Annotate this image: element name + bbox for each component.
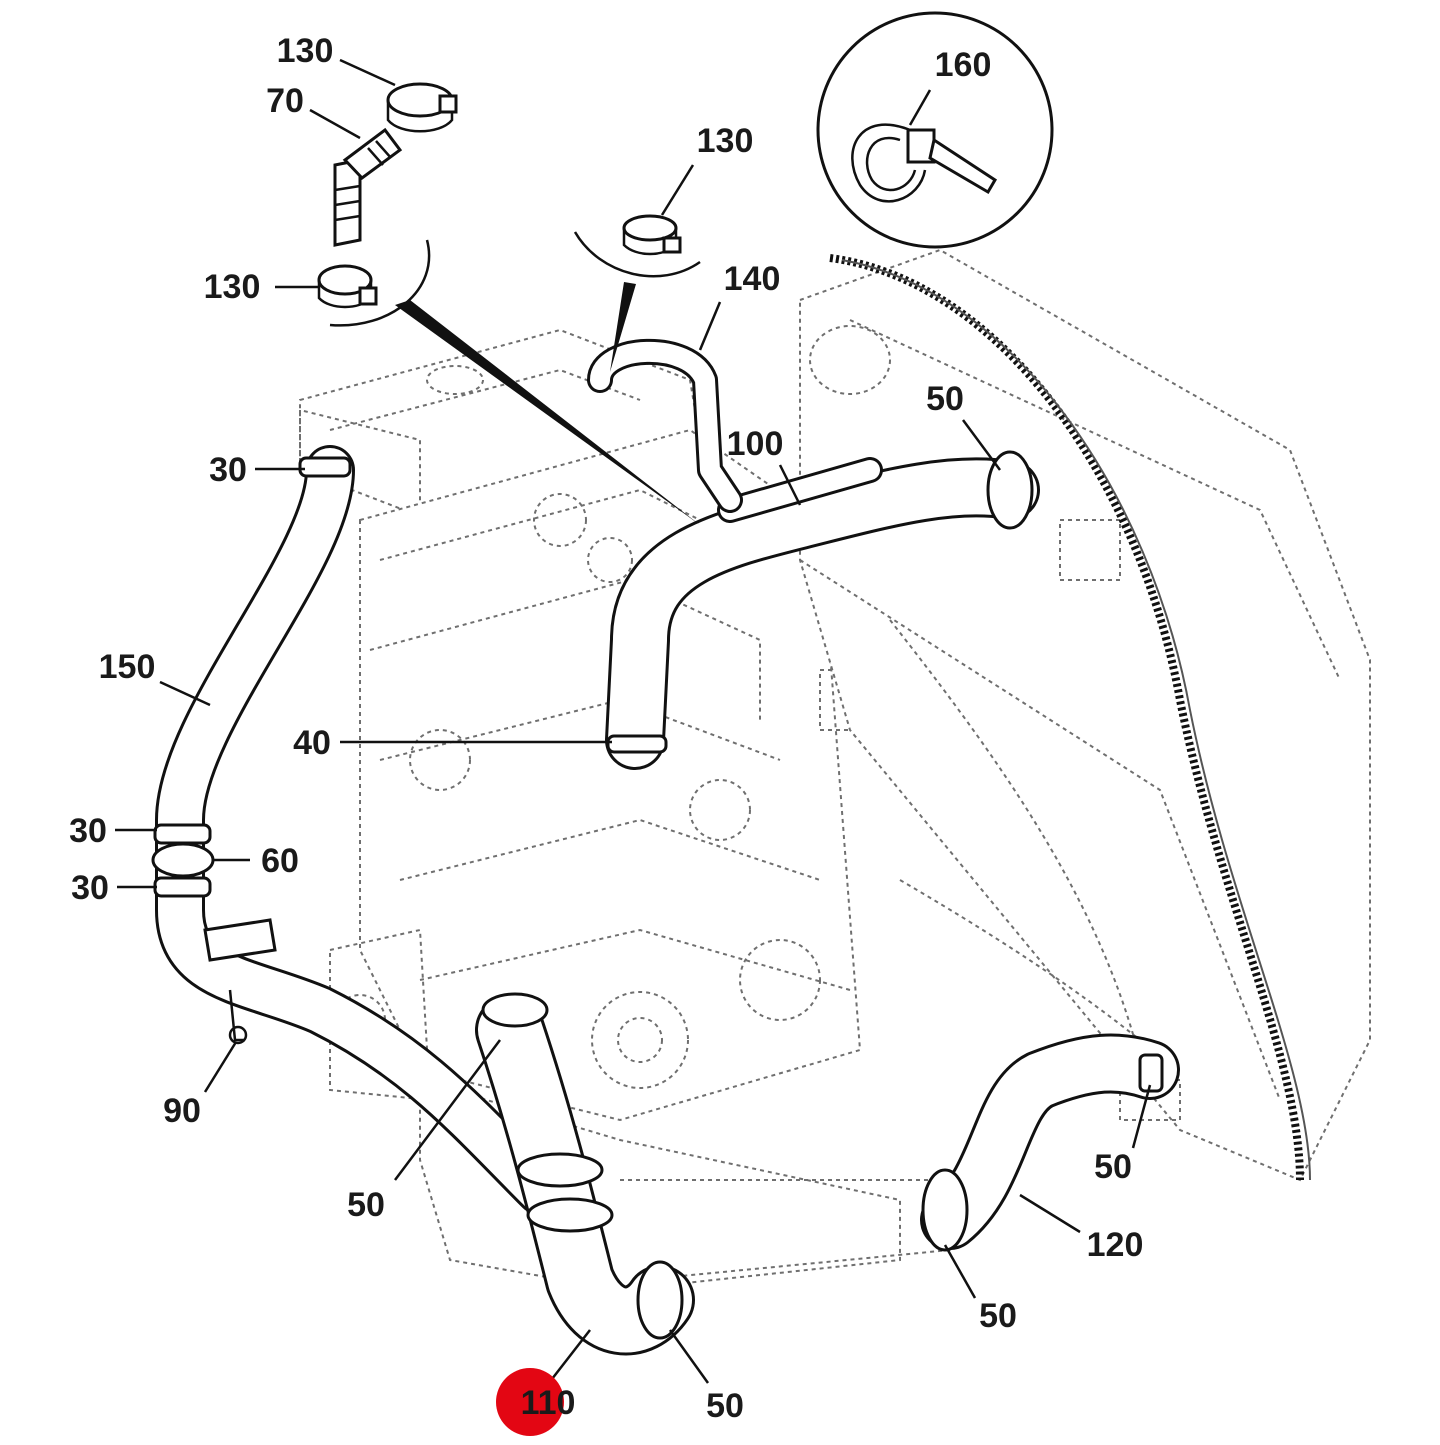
clamps <box>151 450 1164 1340</box>
hose-clamp-icon <box>317 264 378 309</box>
callout-30-top: 30 <box>209 451 247 489</box>
detail-pointer <box>395 300 700 525</box>
callout-140: 140 <box>724 260 781 298</box>
callout-60: 60 <box>261 842 299 880</box>
callout-150: 150 <box>99 648 156 686</box>
callout-130-top: 130 <box>277 32 334 70</box>
hose-clamp-icon <box>386 82 458 133</box>
callout-30-mid: 30 <box>69 812 107 850</box>
callout-50-upper: 50 <box>926 380 964 418</box>
elbow-fitting-icon <box>333 127 403 247</box>
callout-160: 160 <box>935 46 992 84</box>
callout-50-right: 50 <box>1094 1148 1132 1186</box>
callout-40: 40 <box>293 724 331 762</box>
callout-110: 110 <box>521 1384 576 1422</box>
leader-lines <box>115 58 1152 1389</box>
callout-90: 90 <box>163 1092 201 1130</box>
callout-100: 100 <box>727 425 784 463</box>
callout-50-lower: 50 <box>979 1297 1017 1335</box>
callout-130-right: 130 <box>697 122 754 160</box>
hoses <box>155 338 1180 1356</box>
callout-70: 70 <box>266 82 304 120</box>
detail-pointer <box>610 282 636 372</box>
callout-50-left: 50 <box>347 1186 385 1224</box>
callout-labels: 130 70 130 130 160 140 50 100 30 150 40 … <box>69 32 1143 1425</box>
callout-120: 120 <box>1087 1226 1144 1264</box>
cable-tie-icon <box>851 123 998 203</box>
callout-50-bottom: 50 <box>706 1387 744 1425</box>
callout-30-low: 30 <box>71 869 109 907</box>
highlight-marker <box>496 1368 564 1436</box>
callout-130-left: 130 <box>204 268 261 306</box>
detail-arc <box>573 231 701 278</box>
hose-clamp-icon <box>622 214 682 256</box>
